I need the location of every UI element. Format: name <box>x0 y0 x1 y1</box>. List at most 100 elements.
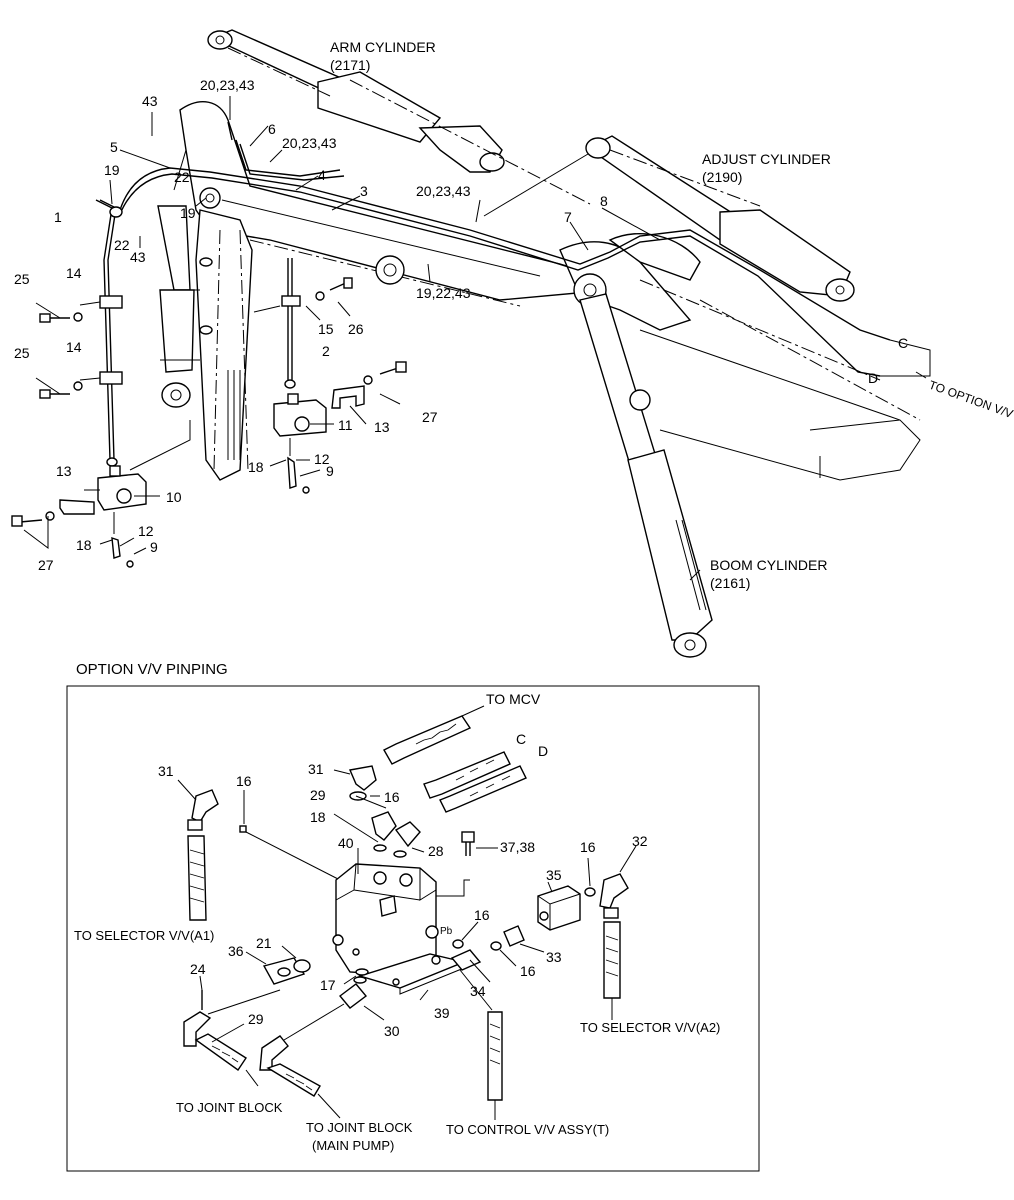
callout-3: 3 <box>360 183 368 199</box>
callout-6: 6 <box>268 121 276 137</box>
callout-16-a: 16 <box>236 773 252 789</box>
clamp-14-a <box>39 295 123 323</box>
to-mcv-label: TO MCV <box>486 691 541 707</box>
hose-to-selector-a1 <box>187 835 207 921</box>
callout-20-23-43-a: 20,23,43 <box>200 77 255 93</box>
callout-9-a: 9 <box>326 463 334 479</box>
callout-17: 17 <box>320 977 336 993</box>
callout-5: 5 <box>110 139 118 155</box>
hose-to-mcv <box>383 705 485 765</box>
hose-to-joint-block <box>183 1011 247 1071</box>
hose-to-joint-block-main <box>259 1035 321 1097</box>
callout-19-b: 19 <box>180 205 196 221</box>
oring-16-b <box>393 850 407 858</box>
callout-27-b: 27 <box>38 557 54 573</box>
callout-29-b: 29 <box>248 1011 264 1027</box>
arm-cylinder-code: (2171) <box>330 57 370 73</box>
clamp-14-b <box>39 371 123 399</box>
callout-16-e: 16 <box>520 963 536 979</box>
callout-34: 34 <box>470 983 486 999</box>
fitting-34 <box>450 949 482 971</box>
callout-10: 10 <box>166 489 182 505</box>
arm-cylinder <box>207 29 591 205</box>
callout-18-b: 18 <box>76 537 92 553</box>
callout-13-a: 13 <box>374 419 390 435</box>
port-c-label: C <box>898 335 908 351</box>
adjust-cylinder-label: ADJUST CYLINDER <box>702 151 831 167</box>
callout-35: 35 <box>546 867 562 883</box>
callout-31-a: 31 <box>158 763 174 779</box>
hose-to-control-vv <box>487 1011 503 1120</box>
fitting-31-left <box>187 789 219 831</box>
callout-24: 24 <box>190 961 206 977</box>
oring-18 <box>373 844 387 852</box>
callout-9-b: 9 <box>150 539 158 555</box>
to-joint-block-main-label: TO JOINT BLOCK <box>306 1120 413 1135</box>
adjust-cylinder-code: (2190) <box>702 169 742 185</box>
fitting-29 <box>371 811 397 841</box>
fitting-32 <box>599 873 629 919</box>
to-option-label: TO OPTION V/V <box>927 378 1014 421</box>
callout-19-22-43: 19,22,43 <box>416 285 471 301</box>
option-valve-drawing: Pb <box>177 705 637 1120</box>
oring-16-d <box>452 939 464 949</box>
callout-11: 11 <box>338 417 353 433</box>
boom-assembly-drawing <box>11 29 931 658</box>
dipper-arm <box>195 209 253 481</box>
valve-10 <box>11 465 147 568</box>
callout-19-a: 19 <box>104 162 120 178</box>
callout-21: 21 <box>256 935 272 951</box>
callout-18-a: 18 <box>248 459 264 475</box>
hose-d <box>439 765 527 813</box>
callout-12-b: 12 <box>138 523 154 539</box>
inset-port-c: C <box>516 731 526 747</box>
callout-16-b: 16 <box>384 789 400 805</box>
boom-cylinder <box>579 293 713 658</box>
callout-32: 32 <box>632 833 648 849</box>
callout-13-b: 13 <box>56 463 72 479</box>
pipe-2 <box>281 258 353 389</box>
callout-25-b: 25 <box>14 345 30 361</box>
boom-cylinder-code: (2161) <box>710 575 750 591</box>
callout-leaders-inset <box>177 769 637 1119</box>
to-control-vv-label: TO CONTROL V/V ASSY(T) <box>446 1122 609 1137</box>
callout-18: 18 <box>310 809 326 825</box>
bucket-cylinder <box>157 205 195 408</box>
to-selector-a1-label: TO SELECTOR V/V(A1) <box>74 928 214 943</box>
callout-22-b: 22 <box>114 237 130 253</box>
oring-17 <box>355 968 369 976</box>
fitting-30 <box>338 976 368 1009</box>
inset-frame <box>66 685 760 1172</box>
oring-21 <box>293 959 311 973</box>
callout-12-a: 12 <box>314 451 330 467</box>
to-joint-block-label: TO JOINT BLOCK <box>176 1100 283 1115</box>
upper-frame <box>629 279 921 481</box>
inset-port-d: D <box>538 743 548 759</box>
fitting-31-top <box>349 765 377 801</box>
fitting-33 <box>503 925 525 947</box>
callout-16-d: 16 <box>474 907 490 923</box>
callout-30: 30 <box>384 1023 400 1039</box>
callout-37-38: 37,38 <box>500 839 535 855</box>
callout-7: 7 <box>564 209 572 225</box>
arm-cylinder-label: ARM CYLINDER <box>330 39 436 55</box>
callout-20-23-43-c: 20,23,43 <box>416 183 471 199</box>
section-title: OPTION V/V PINPING <box>76 661 228 678</box>
callout-numbers-top: 43 20,23,43 6 20,23,43 5 19 22 4 3 20,23… <box>14 77 608 573</box>
boom-cylinder-label: BOOM CYLINDER <box>710 557 827 573</box>
callout-27-a: 27 <box>422 409 438 425</box>
callout-28: 28 <box>428 843 444 859</box>
to-joint-block-main-sub: (MAIN PUMP) <box>312 1138 394 1153</box>
valve-body-40: Pb <box>332 863 470 977</box>
callout-43-b: 43 <box>130 249 146 265</box>
callout-39: 39 <box>434 1005 450 1021</box>
hose-c <box>423 751 511 799</box>
callout-15: 15 <box>318 321 334 337</box>
callout-25-a: 25 <box>14 271 30 287</box>
callout-22-a: 22 <box>174 169 190 185</box>
callout-8: 8 <box>600 193 608 209</box>
callout-1: 1 <box>54 209 62 225</box>
port-pb-label: Pb <box>440 926 453 937</box>
callout-33: 33 <box>546 949 562 965</box>
